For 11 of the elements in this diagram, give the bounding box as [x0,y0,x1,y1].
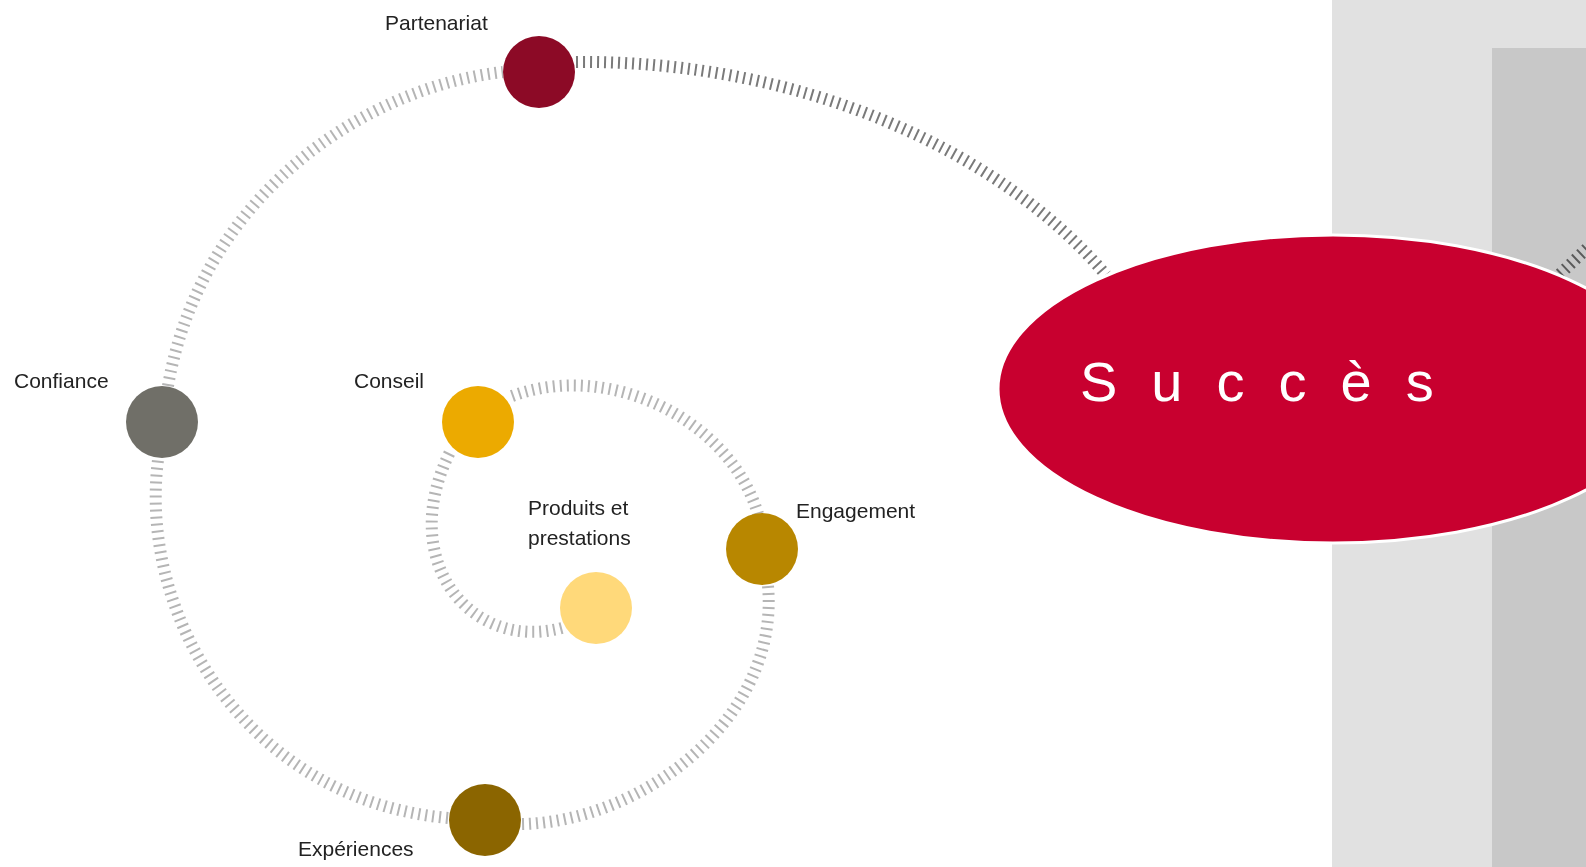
stage-label: Engagement [796,498,916,524]
spiral-connector [162,66,504,388]
goal-label: Succès [1080,350,1468,414]
stage-label: Partenariat [385,10,488,36]
spiral-connector [521,586,774,830]
stage-label: Conseil [354,368,425,394]
stage-label: Produits et prestations [528,495,632,551]
spiral-connector [425,449,563,638]
spiral-connector [149,459,449,824]
stage-label: Expériences [298,836,414,862]
stage-label: Confiance [14,368,109,394]
